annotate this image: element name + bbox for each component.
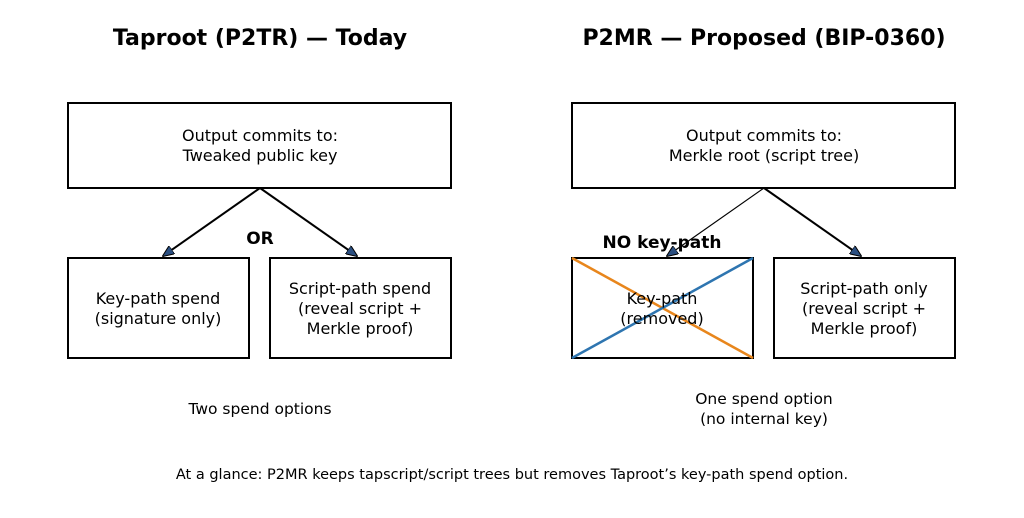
key-path-spend-box (67, 257, 250, 359)
script-path-spend-line-1: Script-path spend (289, 279, 431, 298)
footer-note: At a glance: P2MR keeps tapscript/script… (176, 467, 848, 483)
key-path-spend-line-2: (signature only) (95, 309, 222, 328)
left-caption: Two spend options (187, 400, 331, 418)
key-path-spend-line-1: Key-path spend (96, 289, 221, 308)
removed-key-path-line-2: (removed) (620, 309, 703, 328)
right-top-box-line-2: Merkle root (script tree) (669, 146, 859, 165)
right-caption-line-1: One spend option (695, 390, 833, 408)
left-top-box-line-2: Tweaked public key (182, 146, 338, 165)
right-panel-title: P2MR — Proposed (BIP-0360) (582, 26, 945, 51)
left-arrow-to-script-path (259, 187, 357, 256)
left-arrow-to-key-path (163, 187, 261, 256)
script-path-only-line-3: Merkle proof) (811, 319, 918, 338)
right-caption-line-2: (no internal key) (700, 410, 828, 428)
left-top-box-line-1: Output commits to: (182, 126, 338, 145)
right-arrow-to-script-path (763, 187, 861, 256)
no-key-path-label: NO key-path (603, 233, 722, 253)
script-path-only-box (773, 257, 956, 359)
left-panel-title: Taproot (P2TR) — Today (113, 26, 407, 51)
script-path-spend-box (269, 257, 452, 359)
script-path-only-line-1: Script-path only (800, 279, 927, 298)
removed-key-path-line-1: Key-path (627, 289, 698, 308)
script-path-spend-line-2: (reveal script + (298, 299, 422, 318)
right-top-box-line-1: Output commits to: (686, 126, 842, 145)
or-label: OR (246, 229, 274, 249)
right-arrow-to-removed-key-path (667, 187, 765, 256)
script-path-only-line-2: (reveal script + (802, 299, 926, 318)
script-path-spend-line-3: Merkle proof) (307, 319, 414, 338)
left-top-box (67, 102, 452, 189)
cross-line-blue (571, 256, 754, 360)
